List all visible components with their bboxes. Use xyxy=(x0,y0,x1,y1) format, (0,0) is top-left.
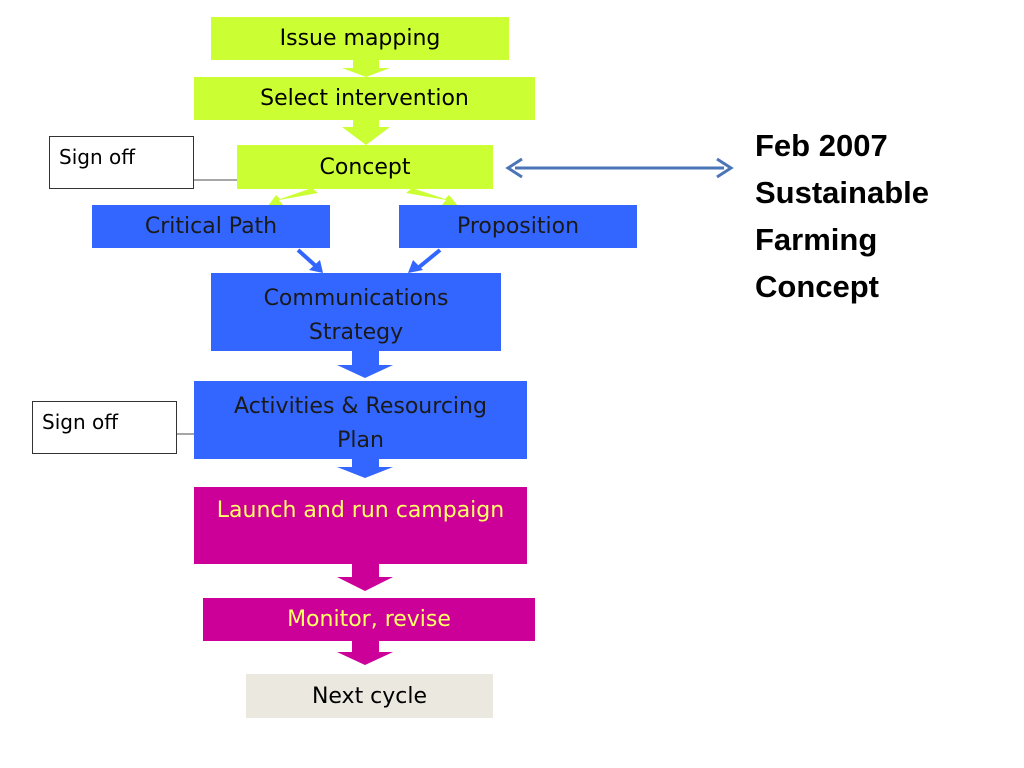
monitor-revise-box: Monitor, revise xyxy=(203,598,535,641)
proposition-label: Proposition xyxy=(456,214,580,239)
concept-label: Concept xyxy=(319,154,411,180)
launch-campaign-label: Launch and run campaign xyxy=(216,498,505,523)
link-arrow-right-head xyxy=(716,157,734,179)
note-line-farming: Farming xyxy=(755,222,878,257)
arrow-activities-to-launch xyxy=(337,458,393,478)
monitor-revise-label: Monitor, revise xyxy=(287,607,451,632)
proposition-box: Proposition xyxy=(399,205,637,248)
communications-strategy-box: Communications Strategy xyxy=(211,273,501,351)
critical-path-label: Critical Path xyxy=(144,214,278,239)
activities-resourcing-line2: Plan xyxy=(337,428,384,454)
activities-resourcing-box: Activities & Resourcing Plan xyxy=(194,381,527,459)
arrow-monitor-to-next xyxy=(337,640,393,665)
concept-date-note: Feb 2007 Sustainable Farming Concept xyxy=(755,122,1015,310)
sign-off-box-activities: Sign off xyxy=(32,401,177,454)
concept-box: Concept xyxy=(237,145,493,189)
arrow-launch-to-monitor xyxy=(337,563,393,591)
critical-path-box: Critical Path xyxy=(92,205,330,248)
activities-resourcing-line1: Activities & Resourcing xyxy=(234,394,487,419)
communications-strategy-line2: Strategy xyxy=(308,320,404,346)
select-intervention-box: Select intervention xyxy=(194,77,535,120)
arrow-concept-to-critical-path xyxy=(268,188,318,206)
arrow-select-to-concept xyxy=(342,119,390,145)
sign-off-label: Sign off xyxy=(42,410,118,434)
arrow-proposition-to-comms xyxy=(416,248,442,270)
sign-off-box-concept: Sign off xyxy=(49,136,194,189)
arrow-comms-to-activities xyxy=(337,350,393,378)
issue-mapping-label: Issue mapping xyxy=(279,26,441,51)
launch-campaign-box: Launch and run campaign xyxy=(194,487,527,564)
note-line-sustainable: Sustainable xyxy=(755,175,929,210)
note-line-date: Feb 2007 xyxy=(755,128,888,163)
arrow-proposition-head xyxy=(408,260,423,273)
arrow-critical-path-head xyxy=(309,260,323,273)
next-cycle-label: Next cycle xyxy=(311,683,428,709)
arrow-concept-to-proposition xyxy=(406,188,458,206)
note-line-concept: Concept xyxy=(755,269,879,304)
issue-mapping-box: Issue mapping xyxy=(211,17,509,60)
communications-strategy-line1: Communications xyxy=(263,286,449,311)
link-arrow-left-head xyxy=(505,157,523,179)
next-cycle-box: Next cycle xyxy=(246,674,493,718)
arrow-issue-to-select xyxy=(342,60,390,77)
sign-off-label: Sign off xyxy=(59,145,135,169)
select-intervention-label: Select intervention xyxy=(260,86,469,111)
